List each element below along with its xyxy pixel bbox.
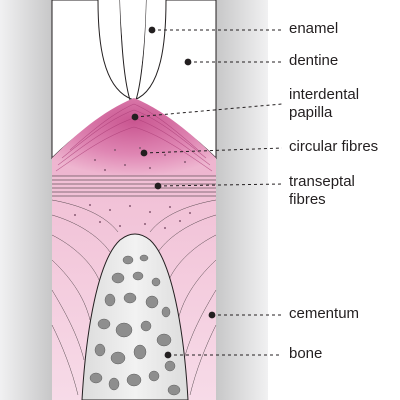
label-enamel: enamel — [289, 20, 339, 37]
leader-circular-fibres — [143, 147, 283, 154]
tooth-right — [216, 0, 268, 400]
alveolar-bone — [81, 233, 189, 400]
label-interdental-line2: papilla — [289, 104, 333, 121]
leader-interdental-papilla — [134, 103, 283, 118]
interdental-papilla-shape — [52, 98, 216, 176]
label-interdental-papilla: interdental papilla — [289, 86, 359, 122]
papilla-fibre-lines — [55, 103, 213, 172]
leader-dots — [131, 26, 216, 359]
label-dentine: dentine — [289, 52, 339, 69]
tissue-cells — [74, 147, 191, 229]
label-transeptal-line1: transeptal — [289, 173, 355, 190]
ligament-fibre-lines — [51, 199, 217, 396]
enamel-inner-left — [119, 0, 131, 101]
label-bone: bone — [289, 345, 323, 362]
tooth-left — [0, 0, 52, 400]
label-transeptal-fibres: transeptal fibres — [289, 173, 355, 209]
enamel-space — [120, 0, 146, 96]
bone-cavities — [89, 254, 181, 396]
leader-lines — [134, 29, 283, 356]
label-cementum: cementum — [289, 305, 360, 322]
label-circular-fibres: circular fibres — [289, 138, 379, 155]
leader-transeptal-fibres — [157, 183, 283, 187]
label-interdental-line1: interdental — [289, 86, 360, 103]
transeptal-fibre-lines — [52, 175, 216, 197]
label-transeptal-line2: fibres — [289, 191, 326, 208]
